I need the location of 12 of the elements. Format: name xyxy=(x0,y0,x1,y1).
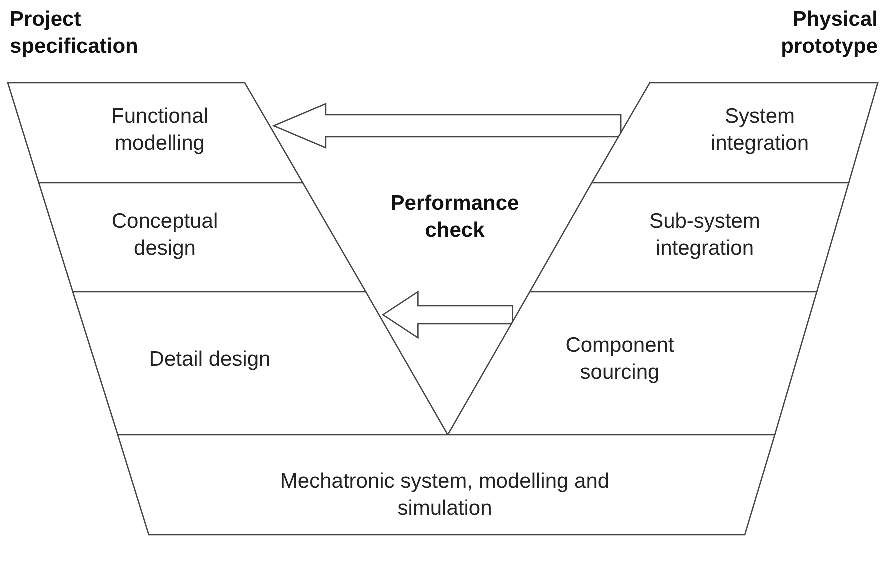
stage-label: System integration xyxy=(710,104,810,157)
stage-label: Functional modelling xyxy=(110,104,210,157)
stage-label: Sub-system integration xyxy=(648,209,762,262)
block-arrow xyxy=(272,103,622,149)
stage-label: Conceptual design xyxy=(110,209,220,262)
arrow-label: Performance check xyxy=(390,191,520,244)
heading: Physical prototype xyxy=(780,7,878,60)
stage-label: Mechatronic system, modelling and simulation xyxy=(279,469,611,522)
heading: Project specification xyxy=(10,7,140,60)
stage-label: Detail design xyxy=(148,347,272,373)
block-arrow xyxy=(382,290,514,340)
stage-label: Component sourcing xyxy=(564,333,676,386)
